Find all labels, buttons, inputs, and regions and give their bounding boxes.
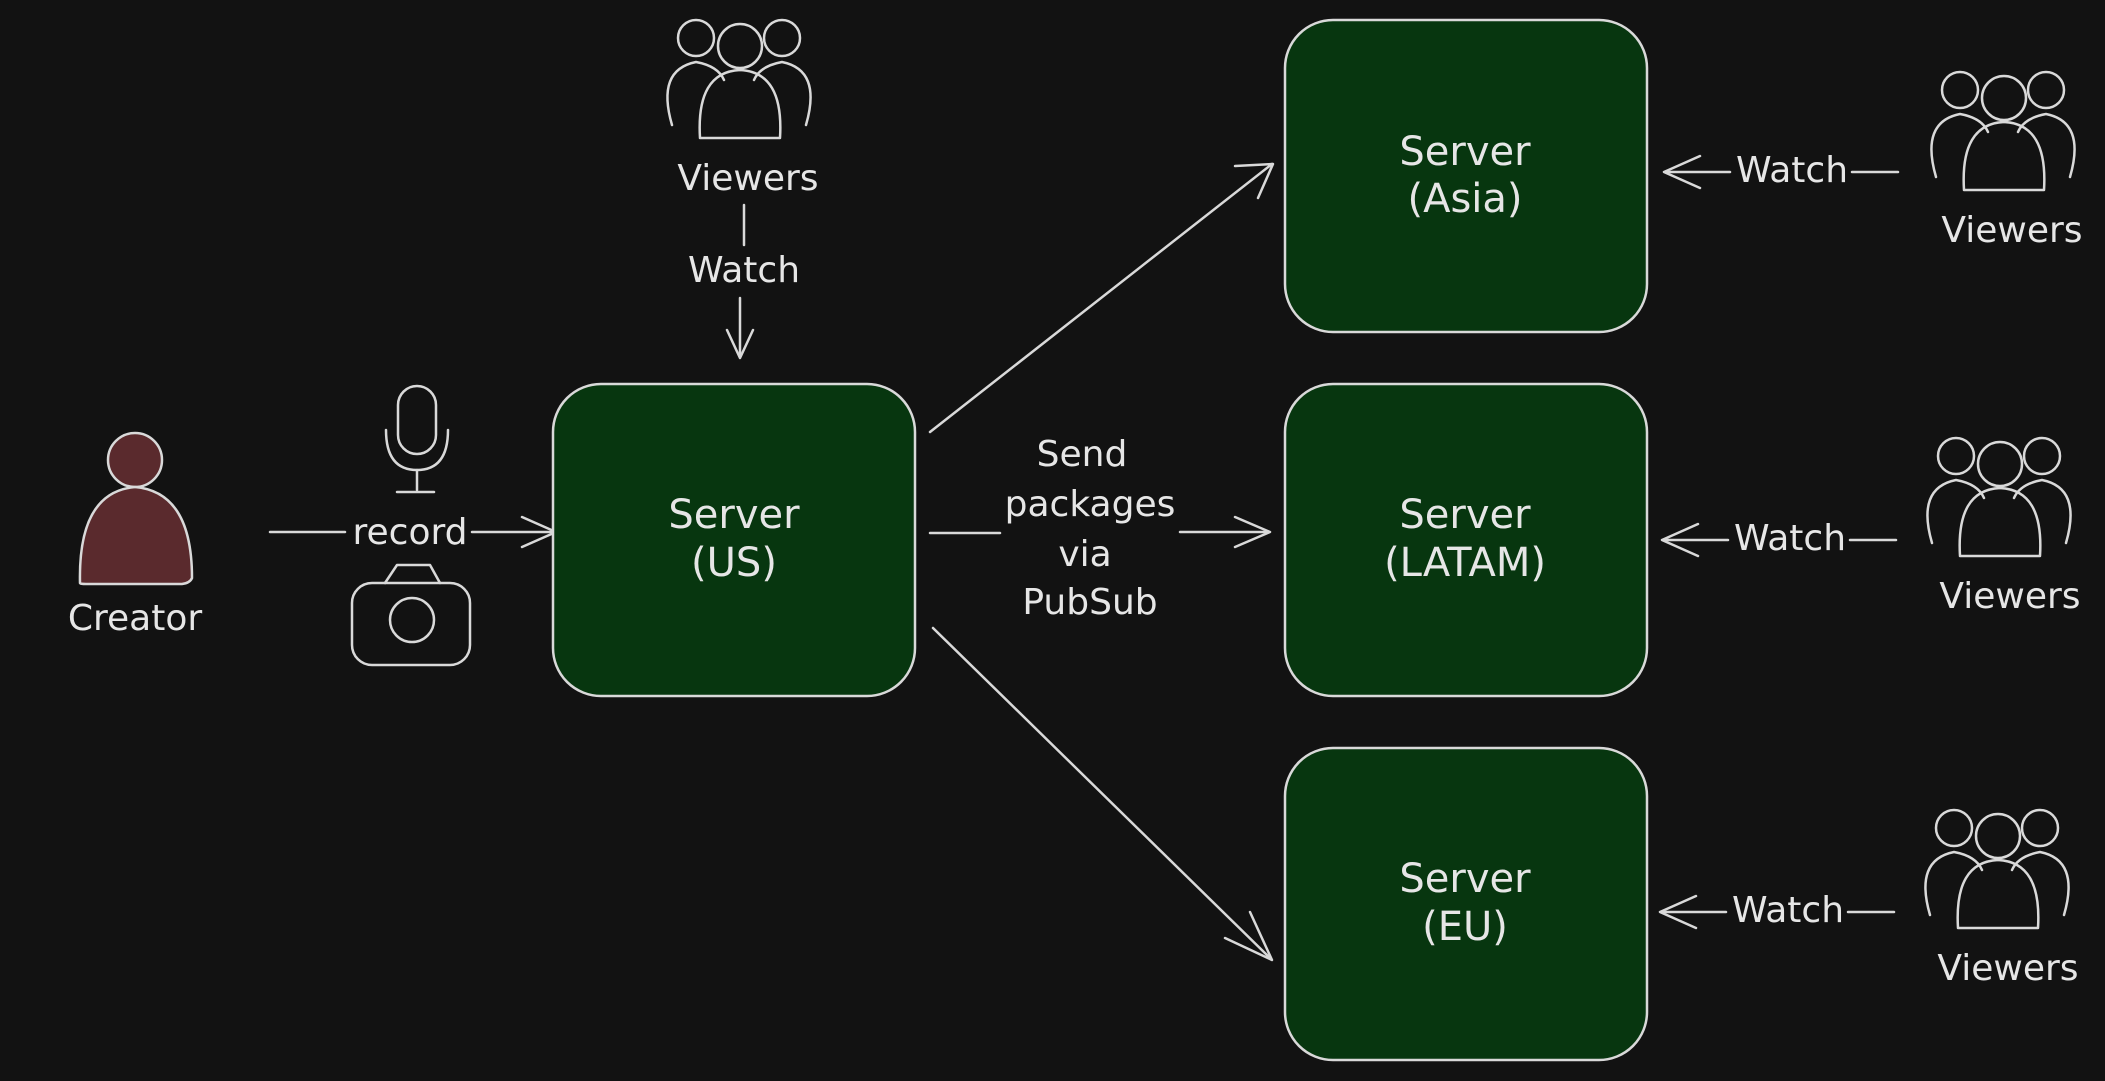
eu-viewers-label: Viewers	[1937, 948, 2078, 989]
server-latam-title: Server	[1399, 492, 1531, 538]
creator-label: Creator	[68, 598, 202, 639]
us-watch-label: Watch	[688, 250, 800, 291]
creator-icon	[78, 431, 194, 586]
server-latam-region: (LATAM)	[1384, 540, 1546, 586]
server-us: Server (US)	[551, 382, 917, 698]
server-asia-title: Server	[1399, 129, 1531, 175]
asia-watch-arrow	[1662, 154, 1900, 190]
server-asia: Server (Asia)	[1283, 18, 1649, 334]
server-us-title: Server	[668, 492, 800, 538]
microphone-icon	[384, 384, 450, 494]
pubsub-line-2: packages	[1005, 484, 1176, 525]
server-eu-title: Server	[1399, 856, 1531, 902]
arrow-to-latam	[928, 515, 1272, 549]
record-label: record	[353, 512, 468, 553]
pubsub-line-3: via	[1058, 534, 1111, 575]
people-group-icon	[1930, 70, 2076, 192]
us-viewers-label: Viewers	[677, 158, 818, 199]
arrow-to-asia	[928, 162, 1275, 434]
latam-watch-label: Watch	[1734, 518, 1846, 559]
people-group-icon	[1924, 808, 2070, 930]
server-latam: Server (LATAM)	[1283, 382, 1649, 698]
pubsub-line-4: PubSub	[1022, 582, 1157, 623]
us-watch-arrow	[725, 203, 755, 360]
server-eu: Server (EU)	[1283, 746, 1649, 1062]
asia-watch-label: Watch	[1736, 150, 1848, 191]
people-group-icon	[666, 18, 812, 140]
server-us-region: (US)	[691, 540, 777, 586]
latam-watch-arrow	[1660, 522, 1898, 558]
eu-watch-label: Watch	[1732, 890, 1844, 931]
people-group-icon	[1926, 436, 2072, 558]
arrow-to-eu	[931, 626, 1274, 962]
camera-icon	[350, 563, 472, 667]
eu-watch-arrow	[1658, 894, 1896, 930]
asia-viewers-label: Viewers	[1941, 210, 2082, 251]
server-eu-region: (EU)	[1422, 904, 1508, 950]
latam-viewers-label: Viewers	[1939, 576, 2080, 617]
server-asia-region: (Asia)	[1407, 176, 1522, 222]
pubsub-line-1: Send	[1037, 434, 1128, 475]
